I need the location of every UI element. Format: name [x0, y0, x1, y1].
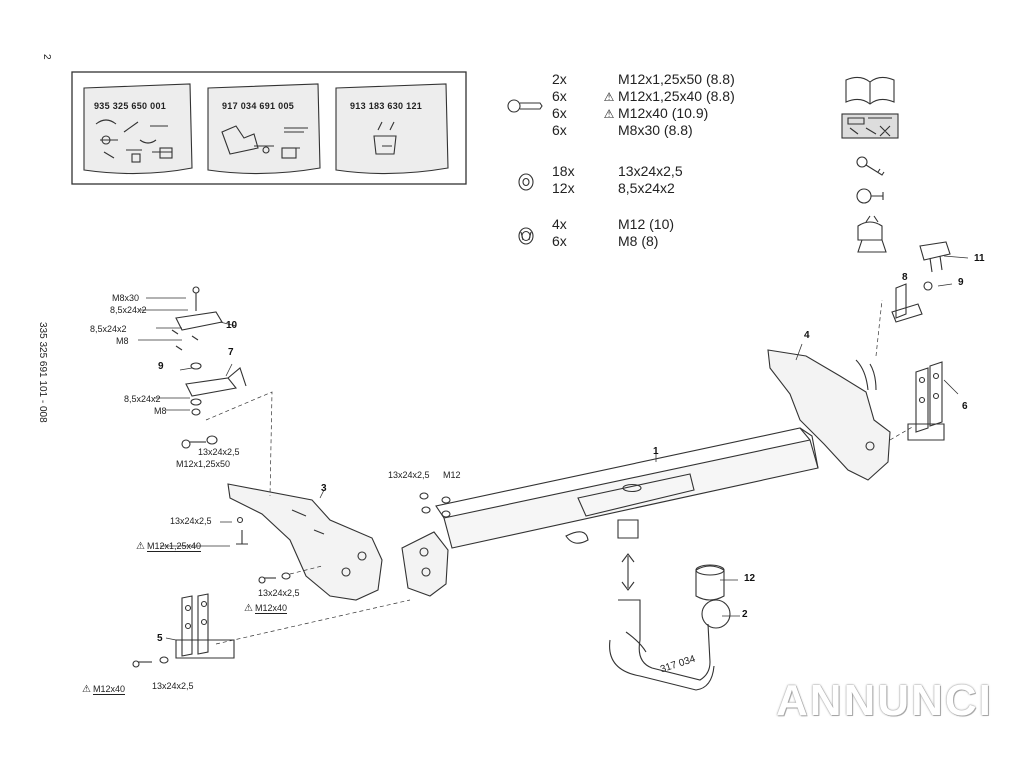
callout-11: 11 — [974, 253, 985, 264]
warning-icon: ⚠ — [136, 541, 145, 552]
bolt-spec: M12x1,25x40 (8.8) — [618, 88, 735, 104]
manual-1-code: 935 325 650 001 — [94, 101, 167, 111]
bolt-qty: 2x — [552, 71, 567, 87]
callout-12: 12 — [744, 573, 756, 584]
bolt-washer-set — [132, 492, 451, 668]
warn-spec-text: M12x1,25x40 — [146, 541, 202, 552]
left-bracket-part — [227, 483, 449, 601]
nut-row-1: 4x M12 (10) — [552, 216, 674, 233]
watermark-logo: ANNUNCI — [776, 676, 993, 725]
nut-row-2: 6x M8 (8) — [552, 233, 658, 250]
bolt-qty: 6x — [552, 122, 567, 138]
label-washer-85-a: 8,5x24x2 — [110, 305, 147, 315]
callout-7: 7 — [228, 347, 234, 358]
tow-ball-part — [609, 599, 731, 691]
label-washer-13-d: 13x24x2,5 — [152, 681, 194, 691]
label-washer-13-mid: 13x24x2,5 — [388, 470, 430, 480]
nut-qty: 4x — [552, 216, 567, 232]
manual-2-icon — [207, 83, 321, 175]
ball-cap-part — [695, 564, 725, 601]
ring-clip-icon — [856, 188, 884, 204]
bolt-row-4: 6x M8x30 (8.8) — [552, 122, 693, 139]
warn-spec-text: M12x40 — [92, 684, 125, 695]
callout-8: 8 — [902, 272, 908, 283]
manual-3-icon — [335, 83, 449, 175]
left-mount-plate-part — [175, 593, 235, 659]
bolt-spec: M12x1,25x50 (8.8) — [618, 71, 735, 87]
label-warn-m12x40-a: ⚠M12x40 — [244, 603, 287, 614]
nut-qty: 6x — [552, 233, 567, 249]
bolt-qty: 6x — [552, 105, 567, 121]
bolt-spec: M12x40 (10.9) — [618, 105, 709, 121]
assembly-lines — [205, 299, 915, 645]
bolt-qty: 6x — [552, 88, 567, 104]
washer-qty: 12x — [552, 180, 575, 196]
page-number: 2 — [41, 54, 52, 60]
label-warn-m12x125x40: ⚠M12x1,25x40 — [136, 541, 202, 552]
washer-row-1: 18x 13x24x2,5 — [552, 163, 683, 180]
washer-spec: 13x24x2,5 — [618, 163, 683, 179]
warning-icon: ⚠ — [603, 107, 615, 121]
washer-qty: 18x — [552, 163, 575, 179]
document-code: 335 325 691 101 - 008 — [37, 322, 48, 423]
bolt-icon — [507, 99, 543, 113]
label-m8x30: M8x30 — [112, 293, 140, 303]
label-washer-13-c: 13x24x2,5 — [258, 588, 300, 598]
label-warn-m12x40-b: ⚠M12x40 — [82, 684, 125, 695]
manual-3-code: 913 183 630 121 — [350, 101, 423, 111]
callout-1: 1 — [653, 446, 659, 457]
label-washer-13-b: 13x24x2,5 — [170, 516, 212, 526]
warn-spec-text: M12x40 — [254, 603, 287, 614]
manual-2-code: 917 034 691 005 — [222, 101, 295, 111]
label-washer-85-c: 8,5x24x2 — [124, 394, 161, 404]
right-bracket-part — [767, 349, 891, 481]
manual-1-icon — [83, 83, 193, 175]
book-icon — [845, 76, 895, 105]
bolt-spec: M8x30 (8.8) — [618, 122, 693, 138]
callout-9a: 9 — [958, 277, 964, 288]
leader-lines — [138, 255, 969, 641]
nut-spec: M8 (8) — [618, 233, 659, 249]
warning-icon: ⚠ — [603, 90, 615, 104]
crossbar-part — [435, 427, 819, 549]
callout-5: 5 — [157, 633, 163, 644]
callout-10: 10 — [226, 320, 238, 331]
warning-icon: ⚠ — [82, 684, 91, 695]
washer-icon — [518, 173, 534, 191]
washer-row-2: 12x 8,5x24x2 — [552, 180, 675, 197]
callout-6: 6 — [962, 401, 968, 412]
label-m12x125x50: M12x1,25x50 — [176, 459, 231, 469]
callout-4: 4 — [804, 330, 810, 341]
label-washer-13-a: 13x24x2,5 — [198, 447, 240, 457]
nut-spec: M12 (10) — [618, 216, 675, 232]
callout-2: 2 — [742, 609, 748, 620]
label-m8-b: M8 — [154, 406, 167, 416]
label-m8: M8 — [116, 336, 129, 346]
manuals-frame — [71, 71, 467, 185]
bolt-row-3: 6x ⚠M12x40 (10.9) — [552, 105, 708, 123]
washer-spec: 8,5x24x2 — [618, 180, 675, 196]
bolt-row-1: 2x M12x1,25x50 (8.8) — [552, 71, 735, 88]
label-washer-85-b: 8,5x24x2 — [90, 324, 127, 334]
left-upper-assembly-part — [171, 286, 247, 449]
bolt-row-2: 6x ⚠M12x1,25x40 (8.8) — [552, 88, 735, 106]
right-mount-plate-part — [907, 361, 945, 441]
nut-icon — [518, 227, 534, 245]
key-icon — [856, 156, 885, 176]
callout-3: 3 — [321, 483, 327, 494]
warning-label-icon — [841, 113, 899, 139]
label-m12-mid: M12 — [443, 470, 461, 480]
callout-9b: 9 — [158, 361, 164, 372]
upper-right-bracket-part — [891, 241, 951, 323]
warning-icon: ⚠ — [244, 603, 253, 614]
socket-cover-icon — [857, 215, 887, 253]
engagement-arrow — [621, 553, 635, 591]
